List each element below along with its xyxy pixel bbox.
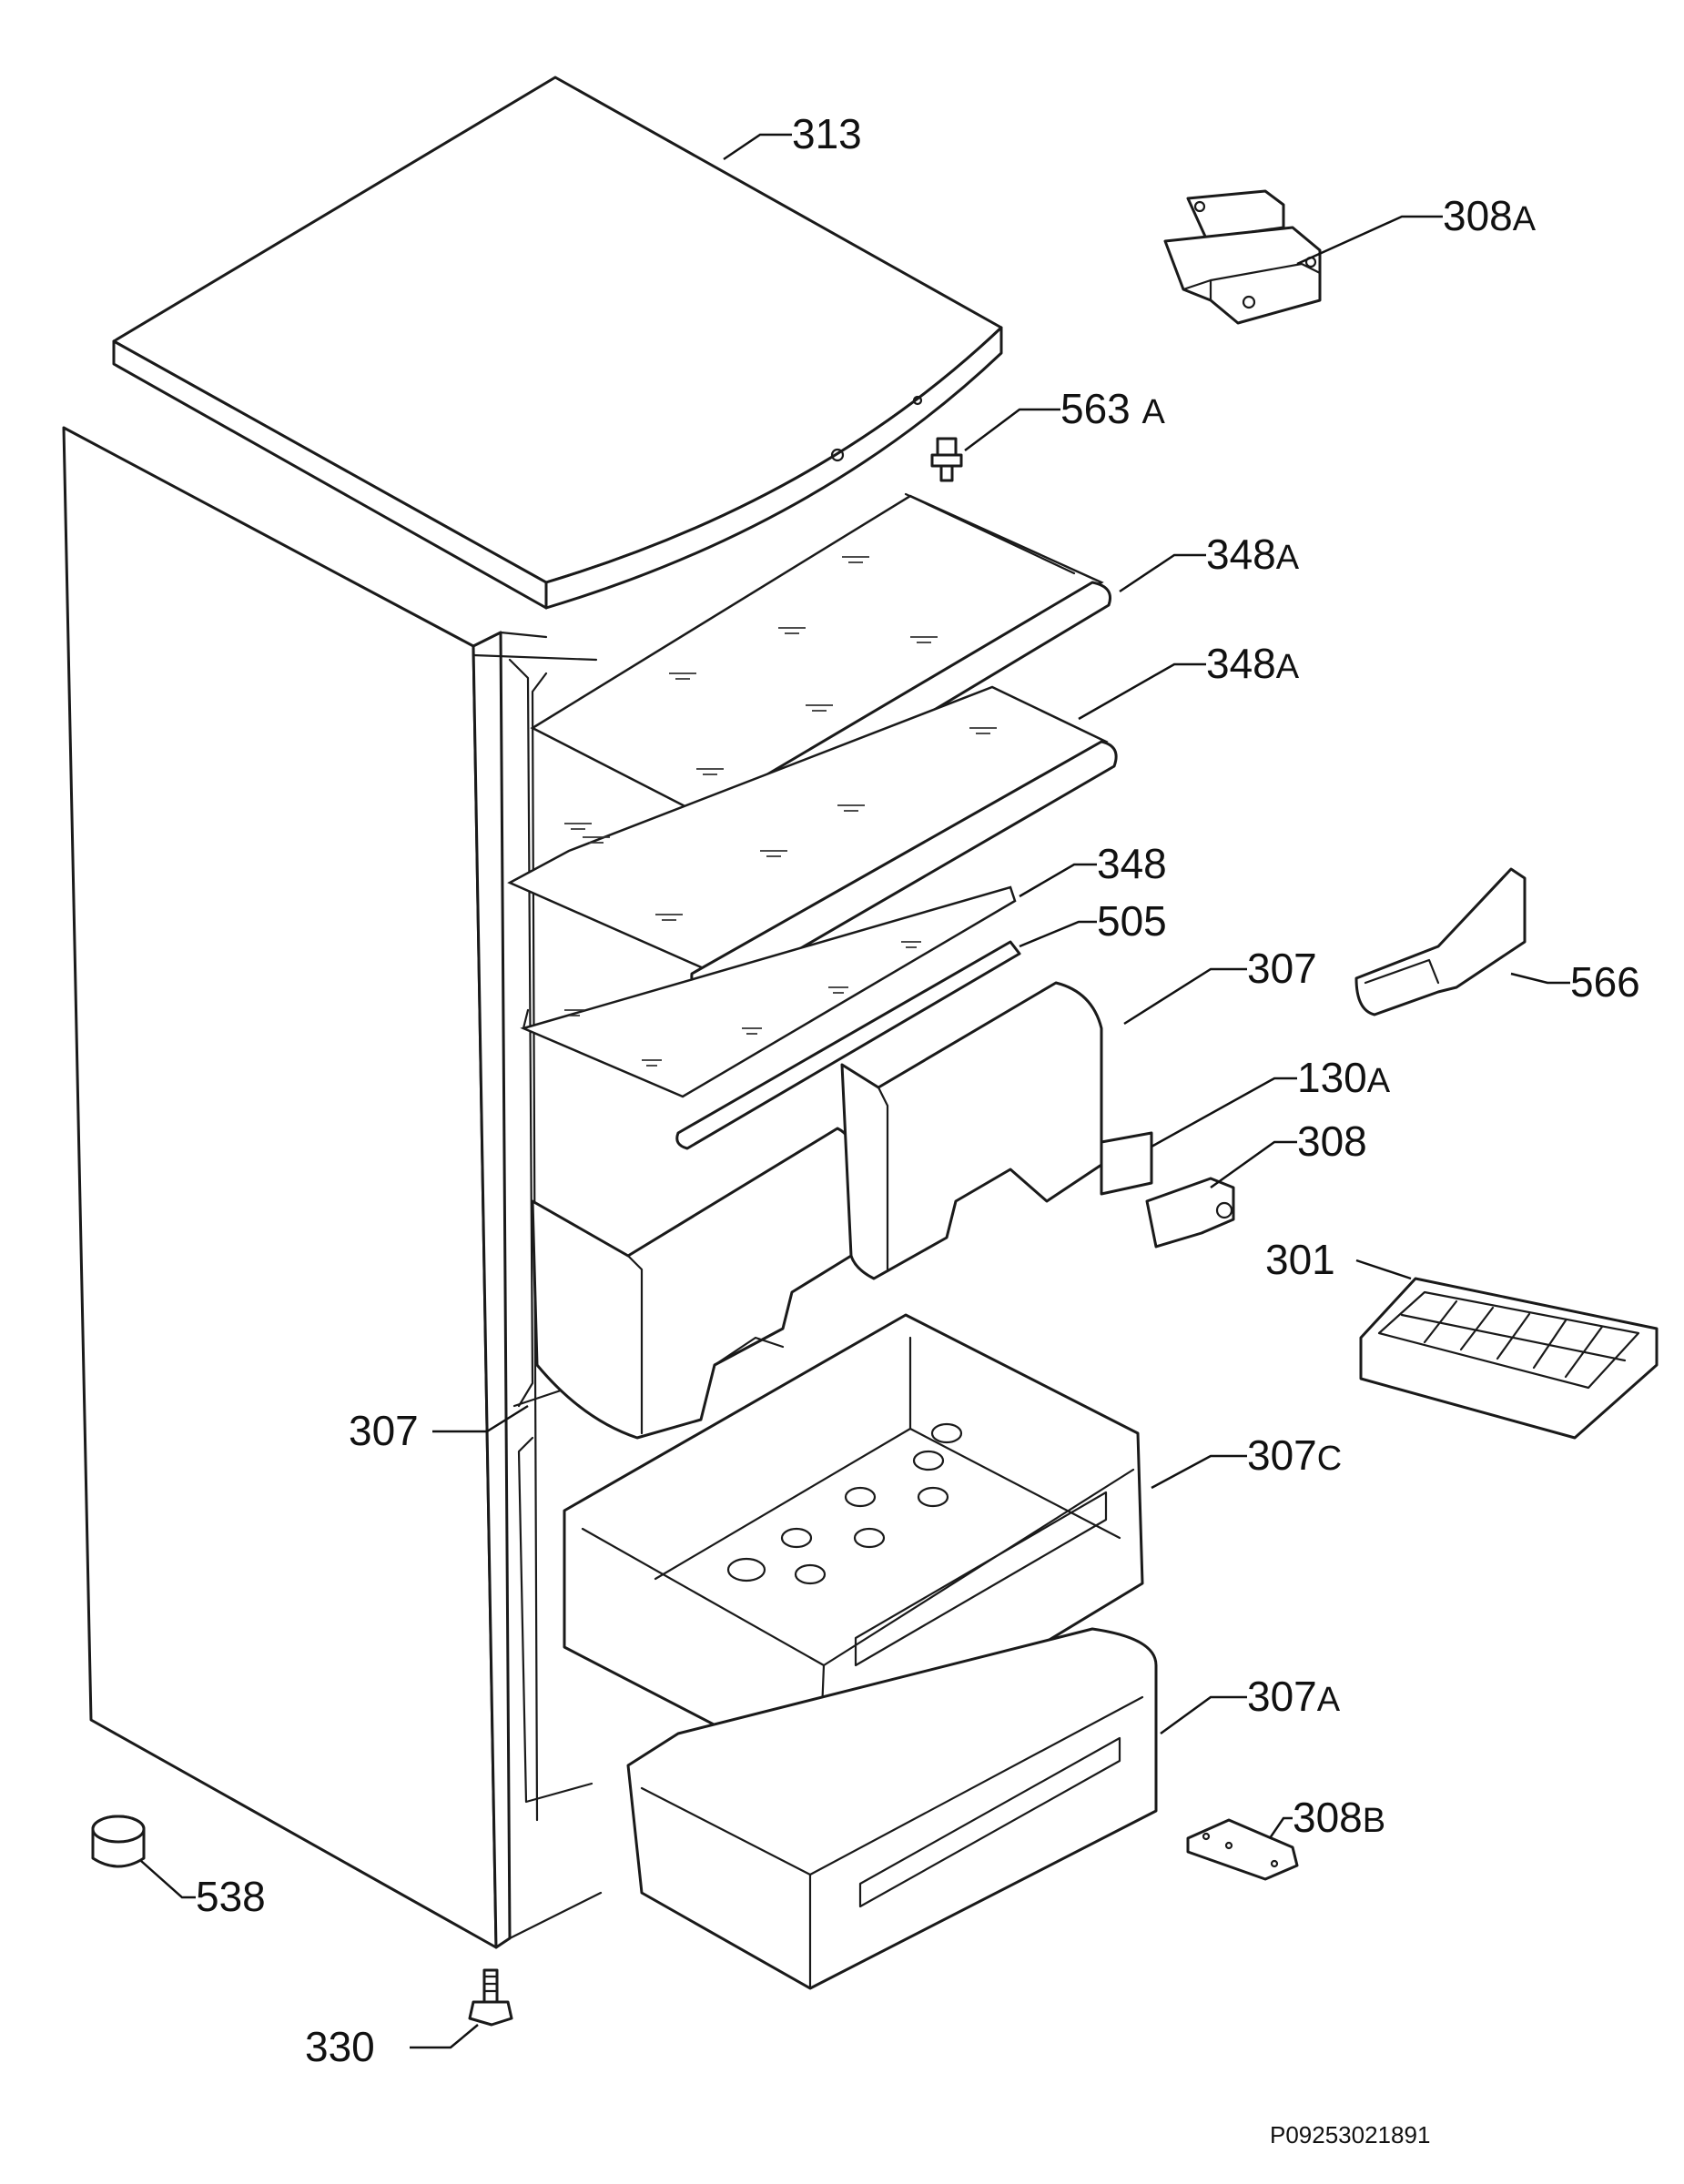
part-566-ice-scraper bbox=[1354, 867, 1527, 1016]
callout-505: 505 bbox=[1097, 897, 1167, 945]
callout-307c: 307C bbox=[1247, 1431, 1342, 1479]
part-307-door-bin-right bbox=[840, 981, 1103, 1280]
callout-307-right: 307 bbox=[1247, 945, 1317, 992]
part-307a-lower-drawer bbox=[626, 1627, 1158, 1990]
callout-308: 308 bbox=[1297, 1117, 1367, 1165]
callout-301: 301 bbox=[1265, 1236, 1335, 1283]
part-505-trim-strip bbox=[675, 940, 1021, 1150]
part-301-ice-tray bbox=[1359, 1277, 1659, 1440]
callout-563a: 563 A bbox=[1060, 385, 1166, 432]
callout-348a-middle: 348A bbox=[1206, 640, 1300, 687]
leader-lines bbox=[140, 133, 1570, 2049]
callout-308a: 308A bbox=[1443, 192, 1537, 239]
part-348-glass-shelf-lower bbox=[520, 885, 1017, 1098]
part-308b-bracket bbox=[1186, 1818, 1299, 1881]
callout-307a: 307A bbox=[1247, 1673, 1341, 1720]
callout-labels: 313 308A 563 A 348A 348A 348 505 307 566… bbox=[196, 110, 1640, 2070]
callout-538: 538 bbox=[196, 1873, 266, 1920]
part-313-top-cover bbox=[112, 76, 1003, 610]
callout-566: 566 bbox=[1570, 958, 1640, 1006]
part-130a-bracket bbox=[1100, 1131, 1153, 1196]
part-308a-top-hinge bbox=[1163, 189, 1322, 325]
callout-308b: 308B bbox=[1293, 1794, 1385, 1841]
callout-130a: 130A bbox=[1297, 1054, 1391, 1101]
part-563a-screw bbox=[930, 437, 963, 482]
document-code: P09253021891 bbox=[1270, 2121, 1430, 2149]
part-308-hinge bbox=[1145, 1177, 1235, 1249]
callout-330: 330 bbox=[305, 2023, 375, 2070]
callout-313: 313 bbox=[792, 110, 862, 157]
callout-348a-upper: 348A bbox=[1206, 531, 1300, 578]
callout-348: 348 bbox=[1097, 840, 1167, 887]
callout-307-left: 307 bbox=[349, 1407, 419, 1454]
cabinet-body bbox=[62, 426, 603, 1949]
part-330-adjustable-foot bbox=[468, 1968, 513, 2027]
part-538-foot-pad bbox=[91, 1815, 146, 1868]
